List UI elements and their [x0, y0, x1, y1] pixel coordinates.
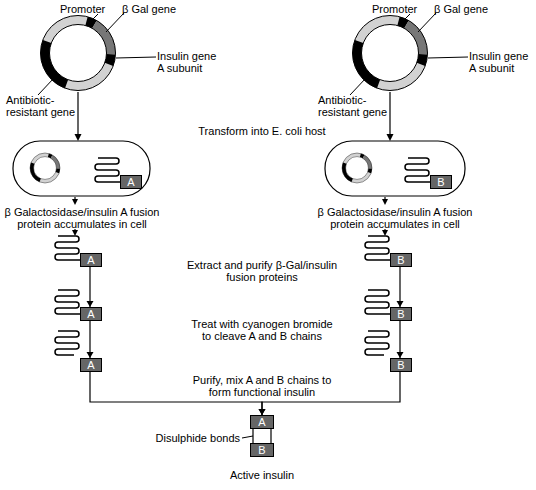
text-label: Promoter [372, 3, 417, 15]
chain-letter: A [81, 359, 101, 371]
chain-box: B [250, 443, 274, 457]
cleaved-beta-gal [365, 331, 389, 355]
cleaved-beta-gal [55, 331, 79, 355]
chain-box: B [390, 358, 412, 372]
flow-arrow [389, 92, 390, 135]
arrow-head [72, 199, 78, 205]
chain-letter: A [251, 416, 273, 428]
leader-line [116, 57, 156, 58]
text-label: β Gal gene [122, 3, 176, 15]
text-label: Disulphide bonds [150, 432, 240, 444]
chain-letter: A [81, 308, 101, 320]
connector-layer [87, 267, 404, 443]
chain-letter: A [81, 254, 101, 266]
text-label: Insulin gene A subunit [469, 50, 533, 74]
connector-line [252, 429, 253, 443]
arrow-head [75, 134, 82, 141]
leader-line [350, 78, 366, 95]
plasmid [353, 16, 428, 91]
text-label: β Galactosidase/insulin A fusion protein… [0, 206, 164, 230]
chain-letter: B [391, 254, 411, 266]
chain-letter: B [431, 176, 451, 188]
arrow-head [382, 230, 388, 236]
plasmid [41, 16, 116, 91]
fusion-protein [365, 236, 390, 260]
text-label: Purify, mix A and B chains to form funct… [187, 374, 337, 398]
chain-letter: B [251, 444, 273, 456]
chain-letter: A [121, 176, 141, 188]
fusion-protein [405, 158, 430, 182]
chain-box: A [80, 358, 102, 372]
chain-box: B [430, 175, 452, 189]
chain-box: A [80, 253, 102, 267]
leader-line [242, 436, 253, 438]
chain-box: A [120, 175, 142, 189]
fusion-protein [365, 290, 390, 314]
chain-box: A [80, 307, 102, 321]
text-label: Treat with cyanogen bromide to cleave A … [188, 318, 336, 342]
fusion-protein [55, 236, 80, 260]
leader-line [418, 13, 436, 32]
text-label: Antibiotic-resistant gene [318, 94, 398, 118]
chain-letter: B [391, 308, 411, 320]
fusion-protein [95, 158, 120, 182]
leader-line [38, 78, 54, 95]
bacterial-cell [13, 141, 150, 196]
text-label: Transform into E. coli host [162, 125, 362, 137]
chain-box: B [390, 307, 412, 321]
leader-line [403, 14, 410, 21]
leader-line [428, 57, 468, 58]
connector-line [270, 429, 271, 443]
leader-line [106, 13, 124, 32]
chain-box: A [250, 415, 274, 429]
arrow-head [72, 230, 78, 236]
chain-letter: B [391, 359, 411, 371]
bacterial-cell [325, 141, 465, 196]
chain-box: B [390, 253, 412, 267]
flow-arrow [77, 92, 78, 135]
plasmid [30, 153, 60, 183]
arrow-head [387, 134, 394, 141]
plasmid [342, 153, 372, 183]
text-label: Promoter [60, 3, 105, 15]
text-label: Insulin gene A subunit [157, 50, 221, 74]
fusion-protein [55, 290, 80, 314]
text-label: β Galactosidase/insulin A fusion protein… [313, 206, 477, 230]
text-label: Antibiotic-resistant gene [6, 94, 86, 118]
arrow-head [382, 199, 388, 205]
leader-line [91, 14, 98, 21]
text-label: Extract and purify β-Gal/insulin fusion … [183, 259, 341, 283]
text-label: Active insulin [162, 469, 362, 481]
text-label: β Gal gene [434, 3, 488, 15]
